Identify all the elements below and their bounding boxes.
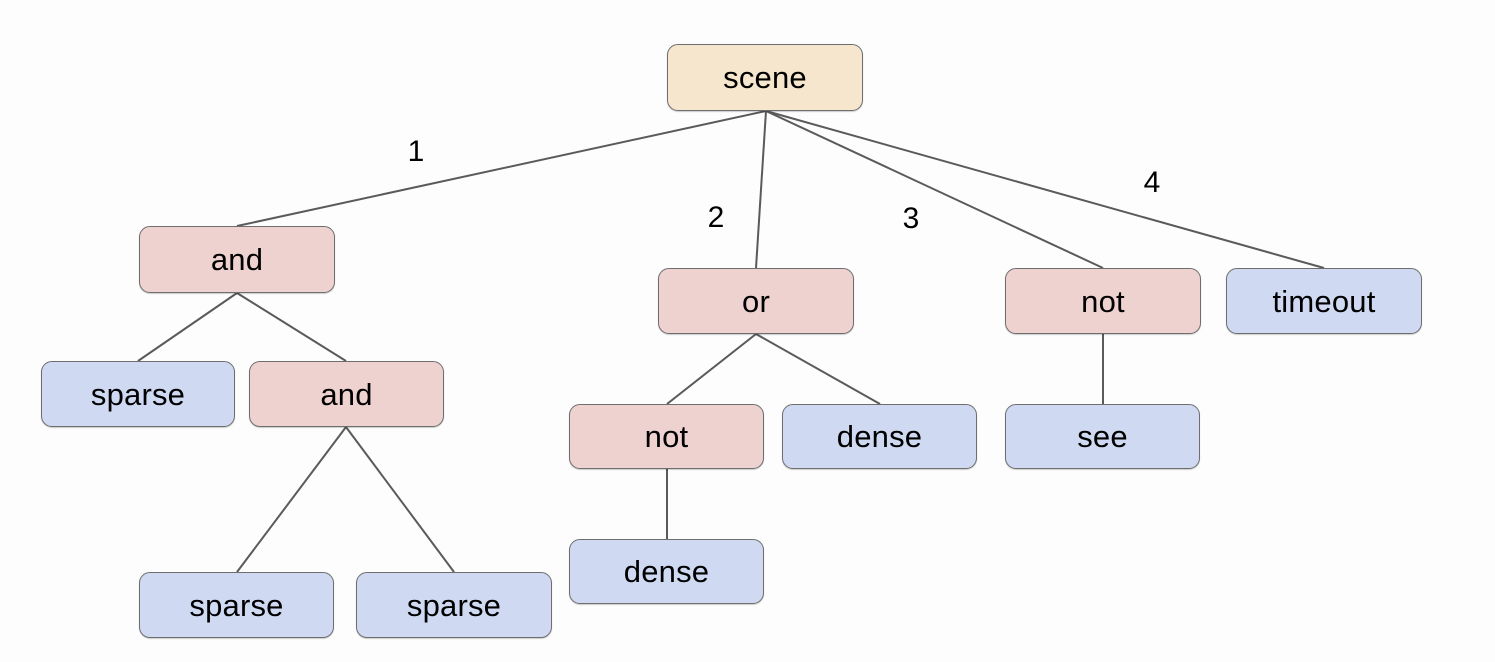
tree-node-see1[interactable]: see [1005,404,1200,469]
tree-edge [236,292,347,362]
tree-node-sparse2[interactable]: sparse [139,572,334,638]
edge-label: 3 [902,202,920,235]
tree-edge [137,292,238,362]
tree-edge [755,110,767,269]
tree-node-timeout1[interactable]: timeout [1226,268,1422,334]
edge-label: 4 [1143,166,1161,199]
tree-node-sparse3[interactable]: sparse [356,572,552,638]
tree-node-not2[interactable]: not [569,404,764,469]
tree-node-not1[interactable]: not [1005,268,1201,334]
tree-node-dense2[interactable]: dense [569,539,764,604]
tree-node-or1[interactable]: or [658,268,854,334]
tree-node-dense1[interactable]: dense [782,404,977,469]
tree-edge [755,333,881,405]
tree-node-sparse1[interactable]: sparse [41,361,235,427]
edge-label: 1 [407,135,425,168]
tree-edge [765,110,1325,269]
tree-node-and1[interactable]: and [139,226,335,293]
edge-label: 2 [707,201,725,234]
tree-edge [666,333,757,405]
tree-node-scene[interactable]: scene [667,44,863,111]
tree-node-and2[interactable]: and [249,361,444,427]
tree-edge [345,426,455,573]
tree-edge [236,110,767,227]
tree-edge [236,426,347,573]
tree-edge [765,110,1104,269]
